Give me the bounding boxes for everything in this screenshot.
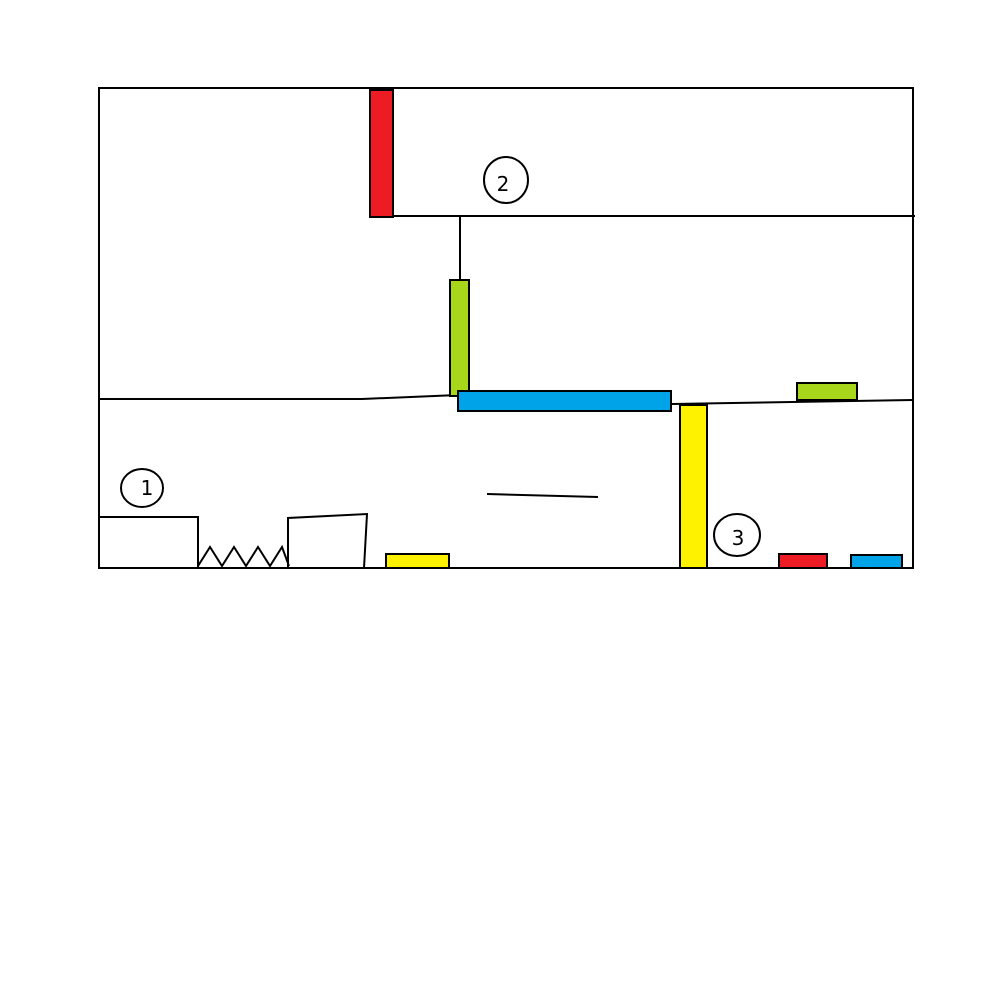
starting-ledge <box>99 516 199 568</box>
marker-3-label: 3 <box>732 526 745 550</box>
red-switch <box>778 553 828 569</box>
green-gate <box>449 279 470 397</box>
blue-switch <box>850 554 903 569</box>
marker-1-label: 1 <box>141 476 154 500</box>
middle-floor-slope <box>361 394 459 400</box>
middle-floor-right <box>671 399 914 405</box>
level-border <box>98 87 914 569</box>
spike-trap <box>197 544 290 568</box>
marker-3: 3 <box>713 513 761 557</box>
floating-ledge <box>486 493 599 498</box>
green-switch <box>796 382 858 401</box>
blue-platform <box>457 390 672 412</box>
yellow-switch <box>385 553 450 569</box>
marker-1: 1 <box>120 468 164 508</box>
yellow-gate <box>679 404 708 569</box>
ground-block <box>287 512 369 569</box>
marker-2-label: 2 <box>497 172 510 196</box>
marker-2: 2 <box>483 156 529 204</box>
red-gate <box>369 89 394 218</box>
